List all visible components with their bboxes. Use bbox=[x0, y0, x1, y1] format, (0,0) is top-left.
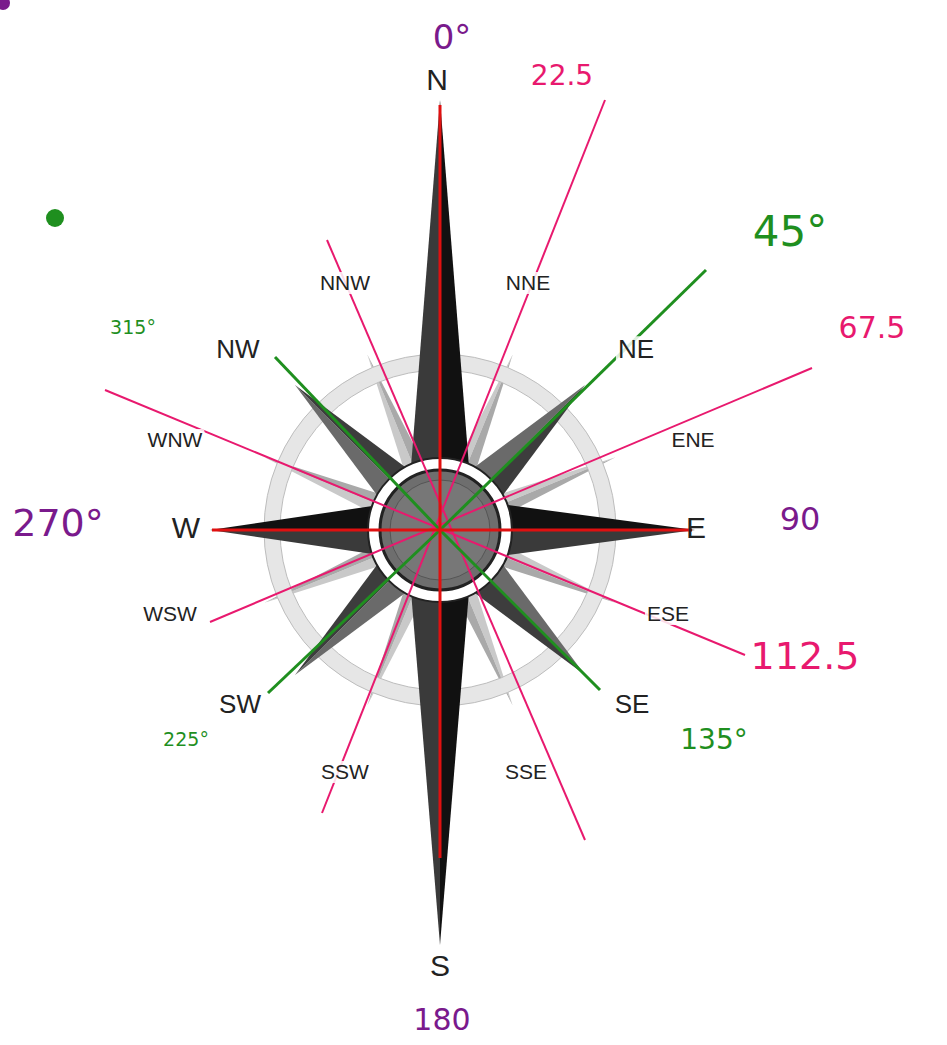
bearing-label: 0° bbox=[431, 20, 474, 56]
compass-point-label: W bbox=[170, 512, 202, 544]
compass-point-label: WSW bbox=[141, 603, 199, 625]
compass-point-label: WNW bbox=[146, 429, 205, 451]
compass-point-label: S bbox=[428, 950, 452, 982]
marker-dot bbox=[0, 0, 10, 10]
bearing-label: 22.5 bbox=[529, 61, 595, 90]
angle-line bbox=[322, 100, 605, 813]
angle-line bbox=[275, 357, 440, 530]
angle-line bbox=[210, 368, 812, 622]
angle-line bbox=[440, 530, 600, 690]
bearing-label: 270° bbox=[10, 504, 106, 544]
compass-point-label: NNE bbox=[504, 272, 552, 294]
compass-point-label: NW bbox=[214, 336, 261, 363]
compass-point-label: SW bbox=[217, 691, 263, 718]
angle-lines bbox=[0, 0, 812, 858]
axis-line bbox=[212, 529, 692, 532]
bearing-label: 225° bbox=[161, 730, 211, 750]
bearing-label: 67.5 bbox=[837, 312, 908, 344]
bearing-label: 135° bbox=[678, 725, 749, 754]
compass-point-label: E bbox=[684, 512, 708, 544]
compass-point-label: ESE bbox=[645, 603, 691, 625]
compass-star bbox=[210, 100, 695, 945]
bearing-label: 90 bbox=[778, 503, 823, 537]
bearing-label: 112.5 bbox=[749, 637, 862, 677]
marker-dot bbox=[46, 209, 64, 227]
angle-line bbox=[327, 240, 585, 840]
axis-line bbox=[439, 105, 442, 858]
compass-point-label: N bbox=[424, 64, 450, 96]
angle-line bbox=[268, 530, 440, 693]
compass-point-label: NNW bbox=[318, 272, 372, 294]
compass-point-label: NE bbox=[616, 336, 656, 363]
compass-point-label: SE bbox=[613, 691, 652, 718]
bearing-label: 315° bbox=[108, 318, 158, 338]
bearing-label: 45° bbox=[751, 210, 829, 254]
angle-line bbox=[105, 390, 745, 655]
compass-point-label: SSW bbox=[319, 761, 371, 783]
bearing-label: 180 bbox=[411, 1004, 472, 1036]
compass-point-label: SSE bbox=[503, 761, 549, 783]
compass-point-label: ENE bbox=[669, 429, 716, 451]
angle-line bbox=[440, 270, 706, 530]
